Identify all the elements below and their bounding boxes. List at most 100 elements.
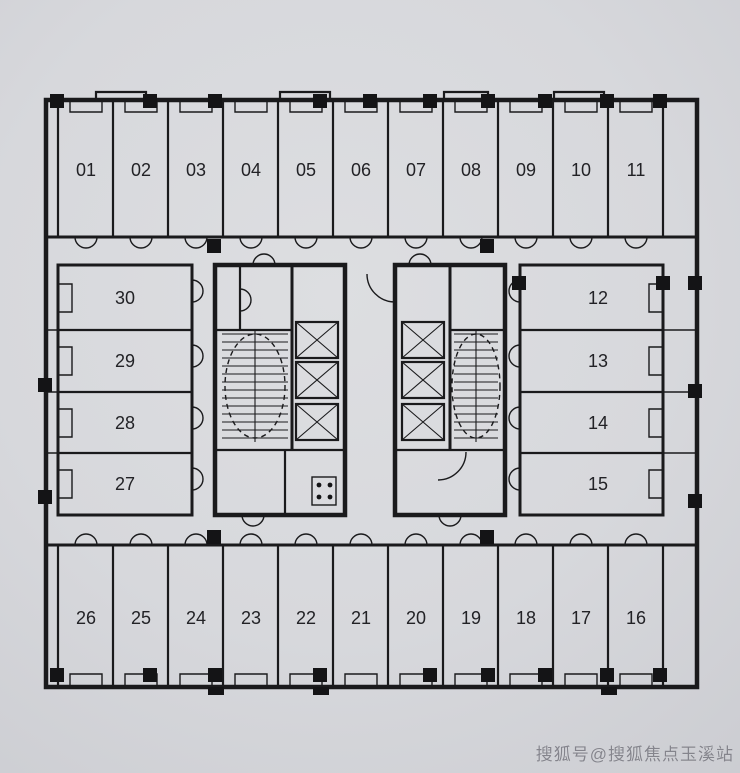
stair-path-dashed — [224, 333, 286, 439]
unit-label: 04 — [241, 160, 261, 180]
stair-path-dashed — [451, 333, 501, 439]
unit-partitions — [56, 328, 194, 455]
stair-right-icon — [451, 330, 501, 442]
unit-label: 26 — [76, 608, 96, 628]
fixture-dot — [327, 482, 333, 488]
door-arc — [191, 344, 204, 368]
fixture-dot — [327, 494, 333, 500]
column — [207, 239, 221, 253]
unit-label: 11 — [627, 160, 646, 180]
unit-label: 27 — [115, 474, 135, 494]
door-arc — [624, 533, 648, 546]
unit-label: 30 — [115, 288, 135, 308]
unit-label: 17 — [571, 608, 591, 628]
unit-label: 28 — [115, 413, 135, 433]
column — [363, 94, 377, 108]
unit-label: 21 — [351, 608, 371, 628]
window-bays — [57, 99, 664, 688]
column — [480, 239, 494, 253]
door-arc — [239, 288, 252, 312]
door-arc — [349, 236, 373, 249]
stair-left-icon — [222, 330, 288, 442]
unit-label: 23 — [241, 608, 261, 628]
unit-label: 16 — [626, 608, 646, 628]
door-arc — [294, 533, 318, 546]
door-arc — [569, 236, 593, 249]
unit-label: 01 — [76, 160, 96, 180]
elevator-icons-left — [294, 320, 340, 442]
column — [143, 668, 157, 682]
unit-label: 19 — [461, 608, 481, 628]
unit-label: 03 — [186, 160, 206, 180]
unit-partitions — [518, 328, 665, 455]
restroom-fixture-icon — [311, 476, 337, 506]
left-wing-walls — [46, 263, 194, 517]
unit-label: 13 — [588, 351, 608, 371]
wall-ticks — [46, 329, 58, 454]
elevator-icon — [400, 402, 446, 442]
door-arc — [404, 533, 428, 546]
door-arc — [129, 533, 153, 546]
unit-label: 06 — [351, 160, 371, 180]
column — [50, 94, 64, 108]
column — [207, 530, 221, 544]
column — [38, 378, 52, 392]
core-left-outline — [212, 262, 348, 518]
column — [481, 94, 495, 108]
building-outline — [43, 97, 700, 690]
unit-label: 18 — [516, 608, 536, 628]
window-bay — [648, 408, 664, 438]
door-arc — [184, 533, 208, 546]
core-right — [392, 262, 508, 518]
fixture-dot — [316, 482, 322, 488]
door-arc — [294, 236, 318, 249]
exterior-walls — [43, 90, 700, 690]
elevator-icon — [294, 320, 340, 360]
column — [50, 668, 64, 682]
unit-label: 22 — [296, 608, 316, 628]
column — [601, 687, 617, 695]
door-arc — [239, 236, 263, 249]
door-arc — [74, 236, 98, 249]
door-arc — [624, 236, 648, 249]
door-arcs — [74, 236, 648, 546]
fixture-dot — [316, 494, 322, 500]
window-bay — [57, 469, 73, 499]
column — [653, 668, 667, 682]
window-bay — [57, 408, 73, 438]
column — [653, 94, 667, 108]
column — [538, 668, 552, 682]
unit-label: 10 — [571, 160, 591, 180]
door-arc — [191, 467, 204, 491]
door-arc — [508, 344, 521, 368]
door-arc — [191, 406, 204, 430]
unit-label: 12 — [588, 288, 608, 308]
unit-partitions — [56, 543, 665, 689]
column — [38, 490, 52, 504]
door-arc — [459, 533, 483, 546]
unit-label: 07 — [406, 160, 426, 180]
column — [688, 494, 702, 508]
window-bay — [648, 346, 664, 376]
column — [512, 276, 526, 290]
door-arc — [508, 406, 521, 430]
column — [313, 687, 329, 695]
unit-labels: 01 02 03 04 05 06 07 08 09 10 11 30 29 2… — [76, 160, 646, 628]
fixture-outline — [311, 476, 337, 506]
column — [208, 94, 222, 108]
column — [600, 94, 614, 108]
elevator-icon — [400, 320, 446, 360]
column — [688, 384, 702, 398]
door-arc — [191, 279, 204, 303]
unit-label: 25 — [131, 608, 151, 628]
door-arc — [459, 236, 483, 249]
column — [423, 668, 437, 682]
right-wing-walls — [518, 263, 697, 517]
unit-label: 02 — [131, 160, 151, 180]
unit-label: 15 — [588, 474, 608, 494]
door-arc — [239, 533, 263, 546]
column — [423, 94, 437, 108]
column — [656, 276, 670, 290]
